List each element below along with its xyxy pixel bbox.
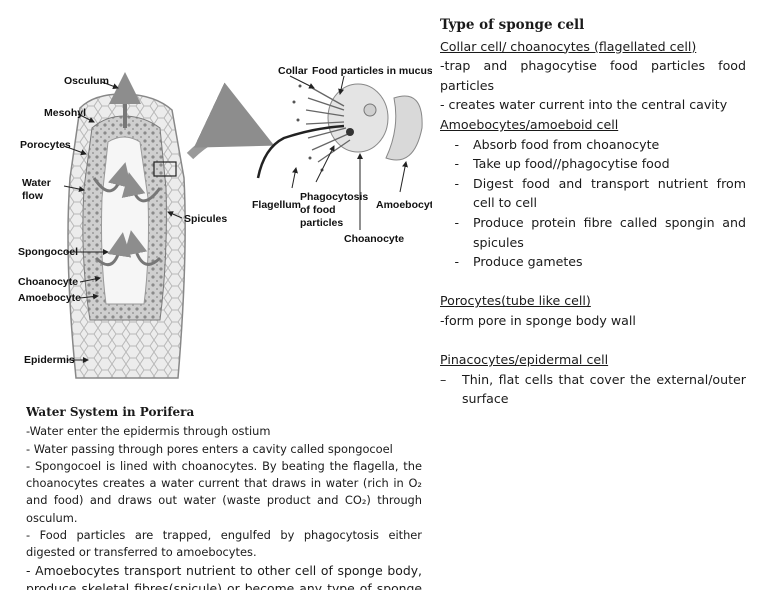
label-spicules: Spicules xyxy=(184,213,227,225)
pinacocyte-heading: Pinacocytes/epidermal cell xyxy=(440,352,609,368)
list-item: -Produce protein fibre called spongin an… xyxy=(454,214,746,250)
label-choanocyte: Choanocyte xyxy=(18,276,78,288)
porocyte-line: -form pore in sponge body wall xyxy=(440,312,636,328)
label-of-food: of food xyxy=(300,204,336,216)
label-osculum: Osculum xyxy=(64,75,109,87)
label-amoebocyte: Amoebocyte xyxy=(18,292,81,304)
label-amoebocyte-right: Amoebocyte xyxy=(376,199,432,211)
label-phagocytosis: Phagocytosis xyxy=(300,191,368,203)
label-mesohyl: Mesohyl xyxy=(44,107,86,119)
choanocyte-detail xyxy=(256,83,423,179)
paragraph: - Spongocoel is lined with choanocytes. … xyxy=(26,458,422,525)
list-item: -Absorb food from choanocyte xyxy=(454,136,660,152)
label-particles: particles xyxy=(300,217,343,229)
list-item: -Produce gametes xyxy=(454,254,583,270)
label-flow: flow xyxy=(22,190,44,202)
paragraph: - Food particles are trapped, engulfed b… xyxy=(26,528,422,560)
paragraph: - Amoebocytes transport nutrient to othe… xyxy=(26,562,422,590)
paragraph: - Water passing through pores enters a c… xyxy=(26,441,393,456)
magnify-arrow xyxy=(186,82,275,160)
amoebocyte-heading: Amoebocytes/amoeboid cell xyxy=(440,116,619,132)
label-epidermis: Epidermis xyxy=(24,354,75,366)
collar-heading: Collar cell/ choanocytes (flagellated ce… xyxy=(440,38,697,54)
sponge-diagram: Osculum Mesohyl Porocytes Water flow Spo… xyxy=(18,65,432,379)
label-collar: Collar xyxy=(278,65,308,77)
water-system-title: Water System in Porifera xyxy=(26,405,195,419)
sponge-cell-types: Type of sponge cell Collar cell/ choanoc… xyxy=(440,16,746,409)
sponge-body xyxy=(67,72,186,379)
label-spongocoel: Spongocoel xyxy=(18,246,78,258)
label-water: Water xyxy=(22,177,51,189)
label-flagellum: Flagellum xyxy=(252,199,301,211)
pinacocyte-line: –Thin, flat cells that cover the externa… xyxy=(440,371,746,407)
list-item: -Take up food//phagocytise food xyxy=(454,156,670,172)
porocyte-heading: Porocytes(tube like cell) xyxy=(440,293,591,309)
collar-line-1: -trap and phagocytise food particles foo… xyxy=(440,58,746,93)
list-item: -Digest food and transport nutrient from… xyxy=(454,175,746,211)
label-choanocyte-right: Choanocyte xyxy=(344,233,404,245)
section-title: Type of sponge cell xyxy=(440,17,585,33)
label-porocytes: Porocytes xyxy=(20,139,71,151)
water-system-section: Water System in Porifera -Water enter th… xyxy=(26,404,422,590)
label-food-particles: Food particles in mucus xyxy=(312,65,432,77)
paragraph: -Water enter the epidermis through ostiu… xyxy=(26,424,271,439)
collar-line-2: - creates water current into the central… xyxy=(440,97,728,113)
